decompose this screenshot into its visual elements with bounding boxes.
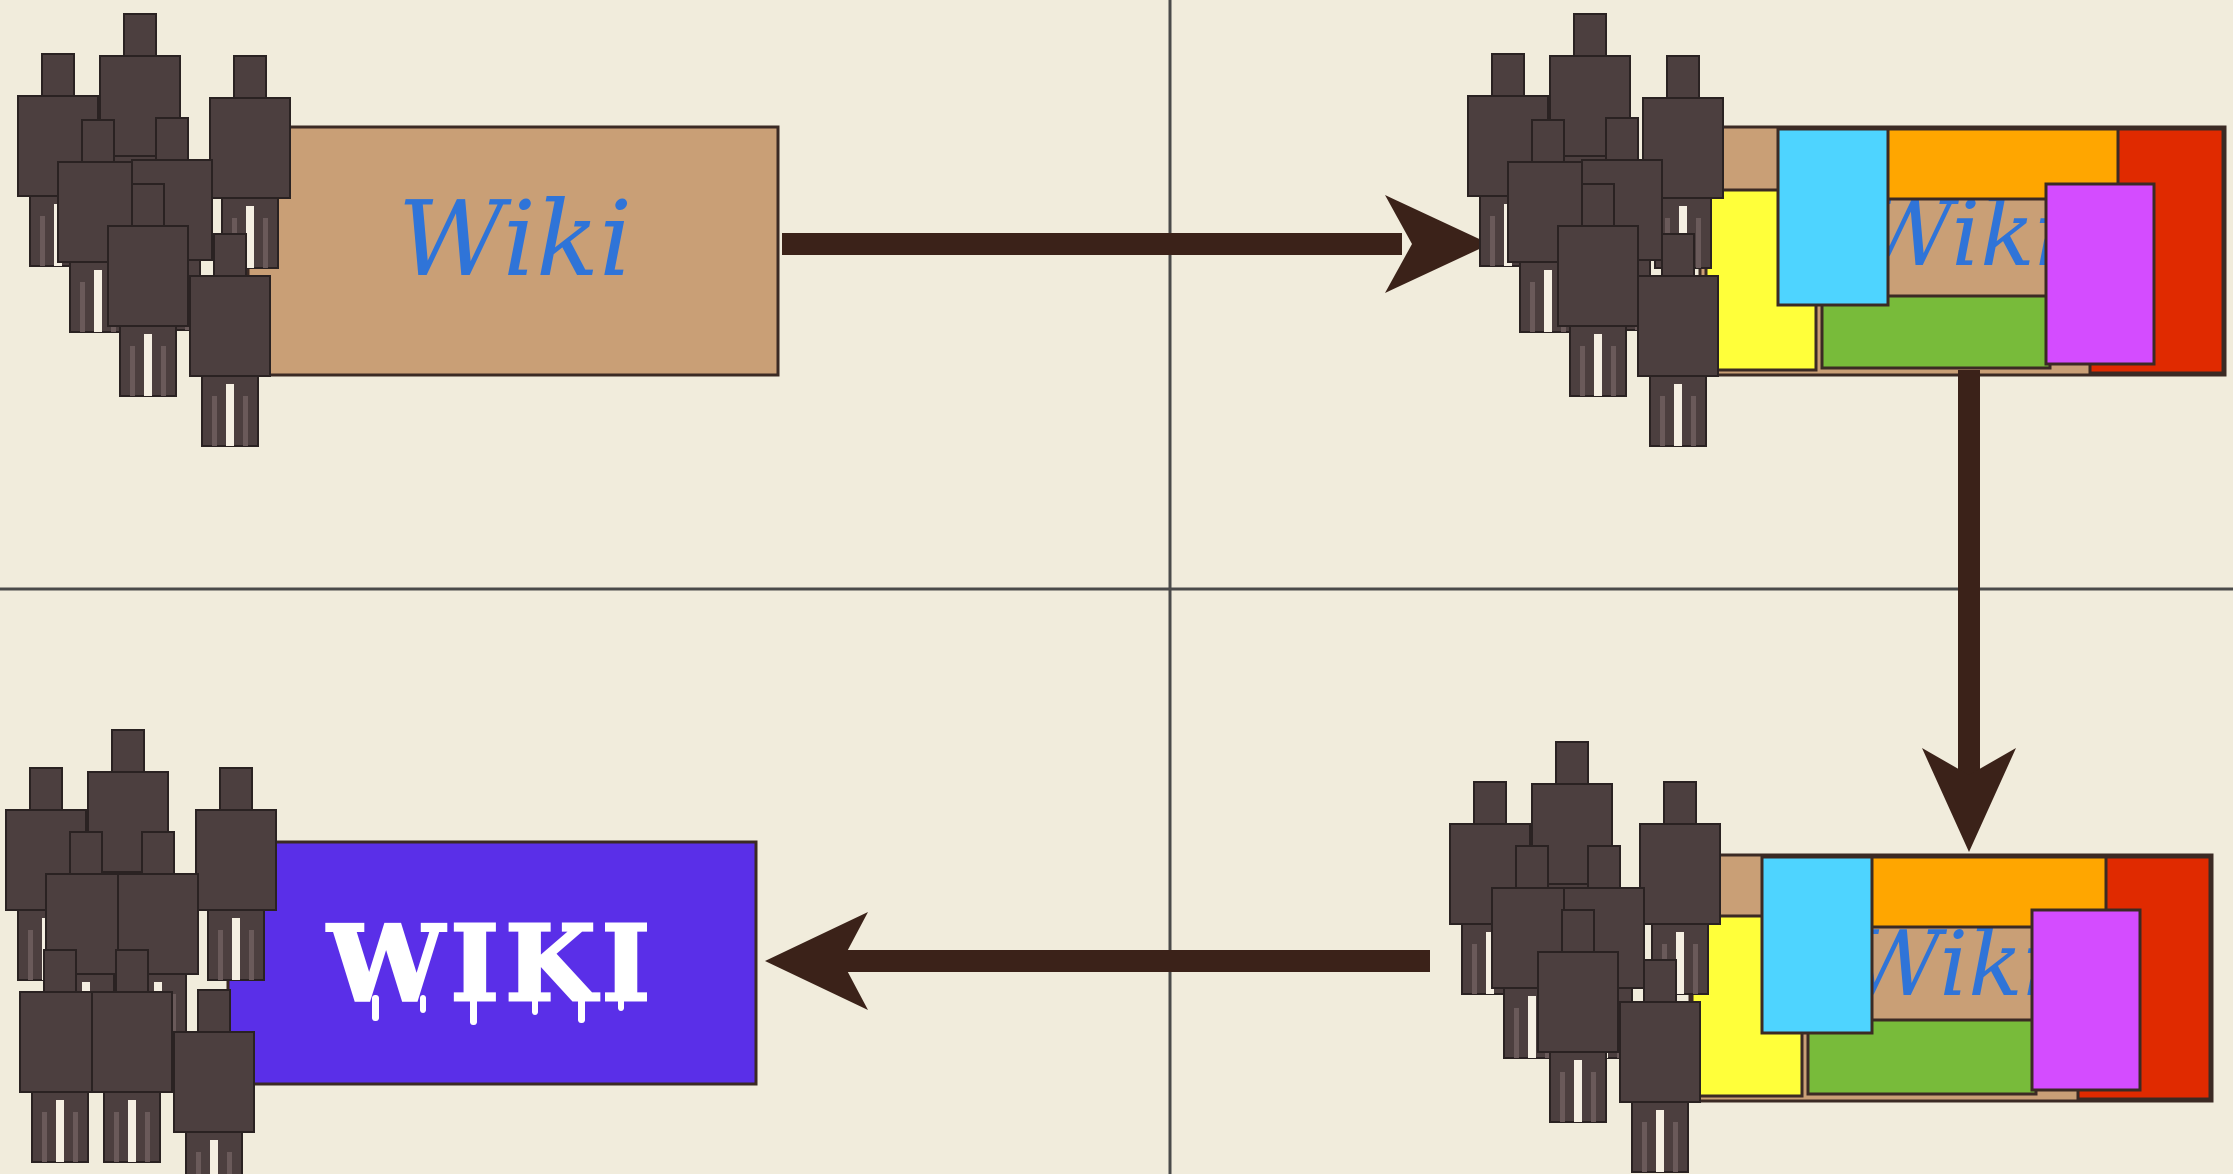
block-cyan xyxy=(1776,127,1890,307)
panel-bottom-left: WIKI xyxy=(5,729,758,1174)
panel-top-right: Wiki xyxy=(1467,13,2227,447)
fragment-blocks xyxy=(1690,855,2212,1101)
people-group xyxy=(5,729,277,1174)
panel-bottom-right: Wiki xyxy=(1449,741,2214,1173)
block-magenta xyxy=(2044,182,2156,366)
block-magenta xyxy=(2030,908,2142,1092)
person-icon xyxy=(195,767,277,981)
people-group xyxy=(17,13,291,447)
block-cyan xyxy=(1760,855,1874,1035)
arrow-left xyxy=(765,912,1430,1010)
people-group xyxy=(1467,13,1724,447)
wiki-label: WIKI xyxy=(327,902,656,1025)
drip-marks xyxy=(372,995,624,1025)
wiki-label: Wiki xyxy=(1848,912,2051,1017)
arrow-right xyxy=(782,195,1490,293)
wiki-label: Wiki xyxy=(398,178,633,300)
wiki-box-monster xyxy=(226,840,758,1086)
panel-top-left: Wiki xyxy=(17,13,780,447)
arrow-down xyxy=(1922,370,2016,852)
block-green xyxy=(1820,294,2052,370)
fragment-blocks xyxy=(1704,127,2225,375)
people-group xyxy=(1449,741,1721,1173)
